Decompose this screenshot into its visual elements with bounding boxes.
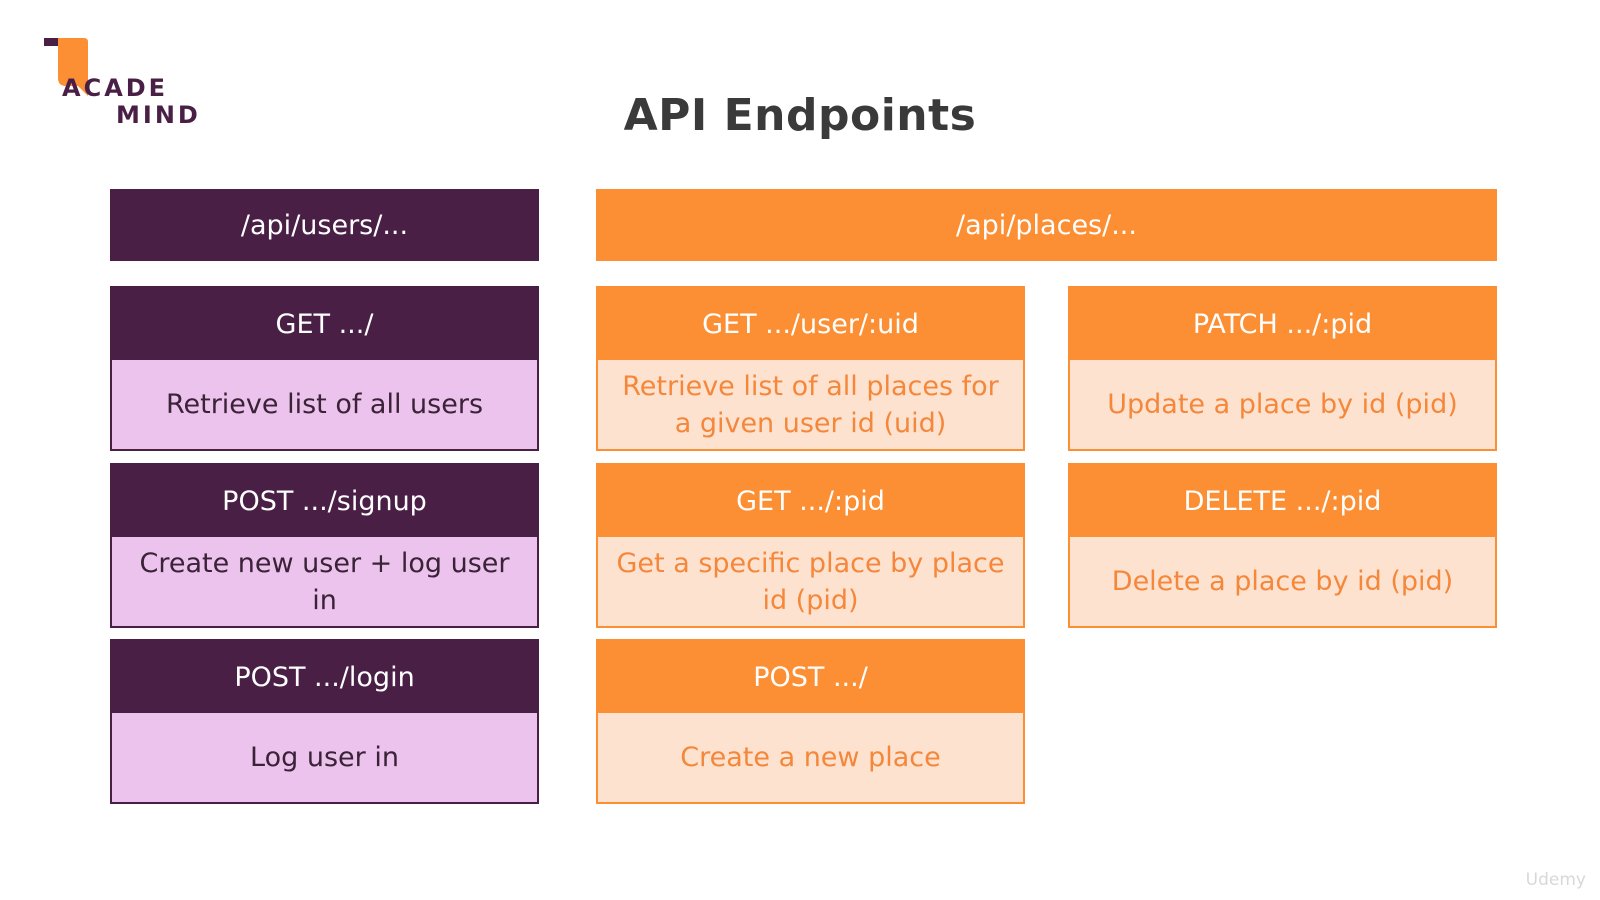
endpoint-method: POST .../signup — [112, 465, 537, 537]
endpoint-method: GET .../:pid — [598, 465, 1023, 537]
bookmark-icon — [44, 38, 88, 96]
endpoint-method: DELETE .../:pid — [1070, 465, 1495, 537]
endpoint-card-post-place: POST .../ Create a new place — [596, 639, 1025, 804]
endpoint-card-post-login: POST .../login Log user in — [110, 639, 539, 804]
endpoint-description: Retrieve list of all users — [112, 360, 537, 449]
endpoint-description: Log user in — [112, 713, 537, 802]
endpoint-card-get-place: GET .../:pid Get a specific place by pla… — [596, 463, 1025, 628]
udemy-watermark: Udemy — [1525, 870, 1586, 890]
endpoint-description: Create a new place — [598, 713, 1023, 802]
logo-text-line-1: ACADE — [62, 74, 169, 102]
endpoint-method: POST .../ — [598, 641, 1023, 713]
endpoint-card-get-user-places: GET .../user/:uid Retrieve list of all p… — [596, 286, 1025, 451]
endpoint-method: GET .../user/:uid — [598, 288, 1023, 360]
endpoint-description: Update a place by id (pid) — [1070, 360, 1495, 449]
endpoint-card-patch-place: PATCH .../:pid Update a place by id (pid… — [1068, 286, 1497, 451]
endpoint-description: Create new user + log user in — [112, 537, 537, 626]
endpoint-description: Retrieve list of all places for a given … — [598, 360, 1023, 449]
page-title: API Endpoints — [623, 90, 977, 141]
places-group-header: /api/places/... — [596, 189, 1497, 261]
endpoint-method: PATCH .../:pid — [1070, 288, 1495, 360]
endpoint-card-get-users: GET .../ Retrieve list of all users — [110, 286, 539, 451]
endpoint-card-delete-place: DELETE .../:pid Delete a place by id (pi… — [1068, 463, 1497, 628]
academind-logo: ACADE MIND — [44, 38, 214, 133]
endpoint-description: Get a specific place by place id (pid) — [598, 537, 1023, 626]
logo-text-line-2: MIND — [116, 101, 201, 129]
endpoint-description: Delete a place by id (pid) — [1070, 537, 1495, 626]
users-group-header: /api/users/... — [110, 189, 539, 261]
endpoint-method: GET .../ — [112, 288, 537, 360]
endpoint-card-post-signup: POST .../signup Create new user + log us… — [110, 463, 539, 628]
endpoint-method: POST .../login — [112, 641, 537, 713]
